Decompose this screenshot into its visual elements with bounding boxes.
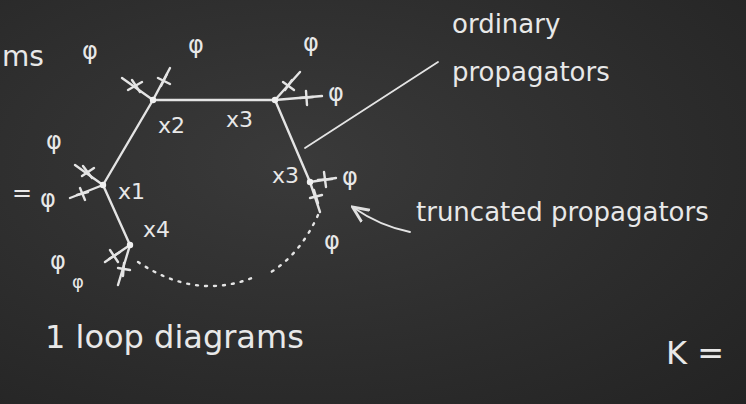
field-symbol: φ <box>324 228 340 254</box>
label-text: ms <box>2 42 44 73</box>
heading-text: 1 loop diagrams <box>45 320 304 355</box>
annotation-text: propagators <box>452 58 610 87</box>
field-symbol: φ <box>50 248 66 274</box>
vertex-label: x3 <box>272 164 299 188</box>
vertex-label: x1 <box>118 180 145 204</box>
field-symbol: φ <box>46 128 62 154</box>
field-symbol: φ <box>342 164 358 190</box>
annotation-text: truncated propagators <box>416 198 709 227</box>
field-symbol: φ <box>40 186 56 212</box>
vertex-label: x2 <box>158 114 185 138</box>
annotation-text: ordinary <box>452 10 560 39</box>
field-symbol: φ <box>188 32 204 58</box>
field-symbol: φ <box>82 38 98 64</box>
vertex-label: x4 <box>143 218 170 242</box>
field-symbol: φ <box>303 30 319 56</box>
field-symbol: φ <box>328 80 344 106</box>
field-symbol: φ <box>72 272 84 292</box>
label-text: K = <box>666 336 724 371</box>
label-text: = <box>12 180 32 206</box>
vertex-label: x3 <box>226 108 253 132</box>
